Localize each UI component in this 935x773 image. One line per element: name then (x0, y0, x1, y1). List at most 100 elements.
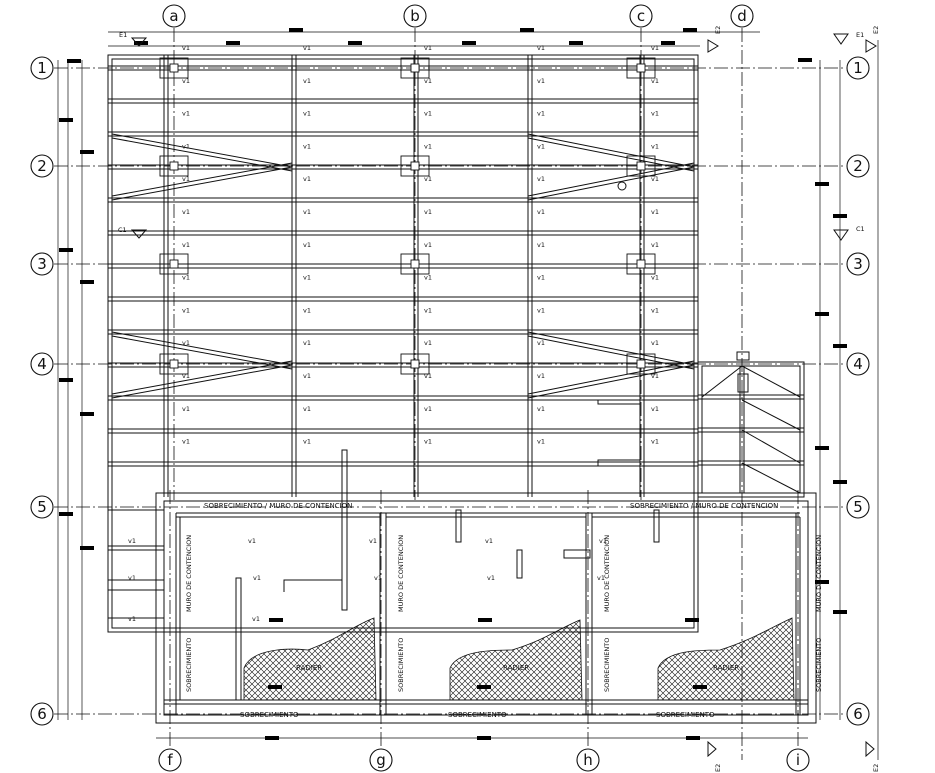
grid-bubble-left-4-circle (30, 352, 54, 376)
svg-text:E2: E2 (714, 26, 722, 34)
beam-label: v1 (182, 274, 190, 282)
column-plate (159, 353, 189, 375)
dimension-tick (815, 182, 829, 186)
beam-label: v1 (424, 208, 432, 216)
brace-line (527, 360, 695, 395)
column (169, 359, 179, 369)
beam-label: v1 (424, 241, 432, 249)
brace-line (111, 364, 293, 399)
beam-label: v1 (182, 175, 190, 183)
muro-contencion-label-3: MURO DE CONTENCION (603, 535, 611, 612)
grid-bubble-right-2-circle (846, 154, 870, 178)
radier-zone-2 (449, 619, 583, 701)
dimension-tick (80, 150, 94, 154)
dimension-tick (59, 118, 73, 122)
dimension-tick (693, 685, 707, 689)
dimension-tick (477, 736, 491, 740)
beam-label: v1 (424, 372, 432, 380)
section-marker-c1-right: C1 (833, 225, 865, 241)
svg-text:E2: E2 (872, 764, 880, 772)
beam-label: v1 (424, 339, 432, 347)
radier-zone-1 (243, 617, 377, 701)
dimension-tick (59, 512, 73, 516)
column (636, 63, 646, 73)
column (636, 259, 646, 269)
sobrecimiento-muro-label-left: SOBRECIMIENTO / MURO DE CONTENCION (204, 502, 352, 510)
beam-label: v1 (303, 306, 311, 314)
beam-label: v1 (537, 372, 545, 380)
grid-bubble-left-6-label: 6 (37, 705, 47, 723)
beam-label: v1 (599, 537, 607, 545)
beam-label: v1 (182, 405, 190, 413)
beam-label: v1 (487, 574, 495, 582)
column (169, 161, 179, 171)
dimension-tick (226, 41, 240, 45)
radier-zone-3 (657, 617, 795, 701)
beam-label: v1 (651, 339, 659, 347)
beam-label: v1 (182, 77, 190, 85)
dimension-tick (477, 685, 491, 689)
beam-label: v1 (537, 208, 545, 216)
column (636, 359, 646, 369)
beam-label: v1 (128, 574, 136, 582)
brace-line (111, 360, 293, 395)
dimension-tick (67, 59, 81, 63)
brace-line (111, 137, 293, 172)
dimension-tick (833, 214, 847, 218)
dimension-tick (478, 618, 492, 622)
column-plate (400, 253, 430, 275)
beam-label: v1 (424, 142, 432, 150)
sobrecimiento-vertical-label-1: SOBRECIMIENTO (185, 638, 193, 692)
grid-bubble-right-2-label: 2 (853, 157, 863, 175)
brace-line (741, 429, 801, 464)
dimension-tick (686, 736, 700, 740)
beam-label: v1 (182, 241, 190, 249)
grid-bubble-left-3-circle (30, 252, 54, 276)
section-marker-e2-top: E2 (707, 26, 722, 53)
column (410, 259, 420, 269)
section-marker-e2-right: E2 (865, 26, 880, 53)
brace-line (111, 166, 293, 201)
grid-bubble-top-c-label: c (637, 7, 645, 25)
beam-label: v1 (303, 339, 311, 347)
beam-label: v1 (537, 241, 545, 249)
grid-bubble-bottom-i-circle (786, 748, 810, 772)
brace-line (111, 133, 293, 168)
sobrecimiento-label-3: SOBRECIMIENTO (656, 711, 715, 719)
beam-label: v1 (537, 77, 545, 85)
column-plate (159, 253, 189, 275)
beam-label: v1 (303, 241, 311, 249)
beam-label: v1 (537, 339, 545, 347)
column (410, 161, 420, 171)
dimension-tick (59, 248, 73, 252)
beam-label: v1 (303, 405, 311, 413)
beam-label: v1 (303, 175, 311, 183)
grid-bubble-left-6-circle (30, 702, 54, 726)
grid-bubble-top-b-circle (403, 4, 427, 28)
beam-labels: v1 v1 v1 v1 v1 v1 v1 v1 v1 v1 v1 v1 v1 v1 v1 v1 v1 v1 v1 v1… (128, 44, 659, 623)
beam-label: v1 (182, 339, 190, 347)
dimension-tick (520, 28, 534, 32)
grid-bubble-left-1-label: 1 (37, 59, 47, 77)
beam-label: v1 (537, 175, 545, 183)
dimension-tick (80, 546, 94, 550)
sobrecimiento-label-1: SOBRECIMIENTO (240, 711, 299, 719)
brace-line (527, 133, 695, 168)
brace-line (741, 399, 801, 431)
column (410, 63, 420, 73)
radier-zones (243, 617, 795, 701)
beam-label: v1 (537, 405, 545, 413)
beam-label: v1 (537, 142, 545, 150)
beam-label: v1 (303, 110, 311, 118)
beam-label: v1 (651, 405, 659, 413)
dimension-tick (269, 618, 283, 622)
grid-bubble-top-c-circle (629, 4, 653, 28)
grid-bubble-left-2-label: 2 (37, 157, 47, 175)
dimension-tick (833, 344, 847, 348)
column-plate (400, 57, 430, 79)
brace-line (527, 137, 695, 172)
beam-label: v1 (537, 110, 545, 118)
beam-label: v1 (303, 274, 311, 282)
brace-line (741, 365, 801, 398)
